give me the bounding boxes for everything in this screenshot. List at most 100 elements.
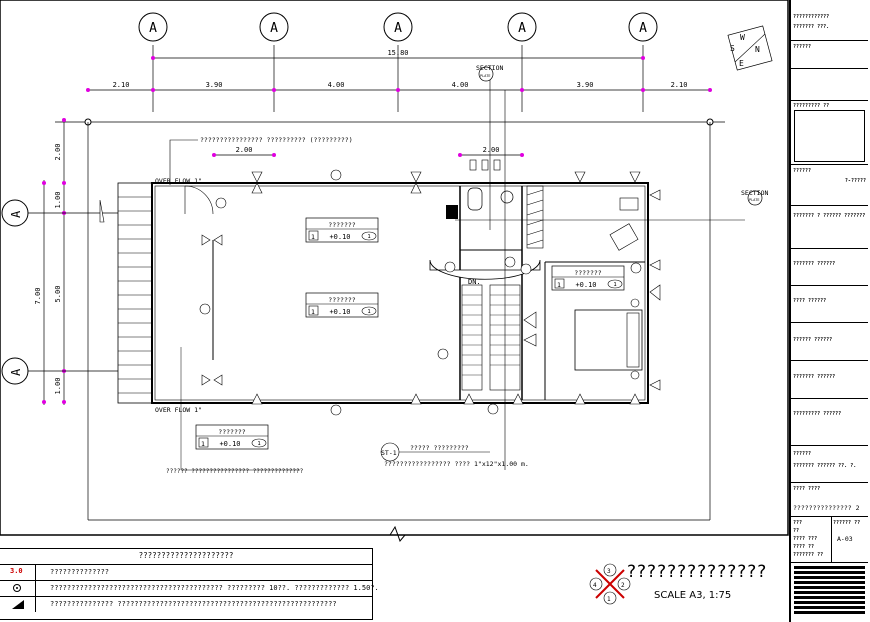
- inner-dimension: 2.00: [236, 146, 253, 154]
- segment-dimension: 3.90: [577, 81, 594, 89]
- compass-w: W: [740, 33, 745, 42]
- sheet-number: A-03: [837, 535, 853, 543]
- drawn-label: ??????: [793, 451, 812, 457]
- engineer-2: ???? ??????: [793, 298, 827, 304]
- legend-text: ??????????????: [50, 568, 110, 576]
- st-tag: ST-1: [381, 449, 397, 457]
- compass-e: E: [739, 59, 744, 68]
- floor-drain-icon: [13, 584, 21, 592]
- leader-label-bottom: ?????? ???????????????? ??????????????: [166, 468, 304, 475]
- company-line1: ????????????: [793, 14, 830, 20]
- armchair: [609, 223, 639, 251]
- legend-text: ????????????????????????????????????????…: [50, 584, 379, 592]
- scale-label: SCALE A3, 1:75: [654, 590, 732, 601]
- grid-bubble-label: A: [9, 368, 23, 376]
- st-note-line2: ????????????????? ???? 1"x12"x1.00 m.: [384, 460, 529, 468]
- left-dimension: 5.00: [54, 286, 62, 303]
- left-dimension: 1.00: [54, 192, 62, 209]
- compass-s: S: [730, 44, 735, 53]
- left-dimension: 1.00: [54, 378, 62, 395]
- key-number: 3: [607, 568, 611, 575]
- room-number: 1: [557, 281, 561, 289]
- room-tag: ??????? 1 +0.10 1: [551, 265, 625, 291]
- sheet-border: [0, 0, 789, 536]
- leader-line: [180, 347, 300, 471]
- grid-bubble: [138, 12, 168, 42]
- detail-callouts: [199, 169, 642, 416]
- toilet: [467, 187, 483, 211]
- legend-row: 3.0 ??????????????: [0, 564, 372, 580]
- sheet-title: ??????????????? 2: [793, 504, 860, 512]
- room-tag: ??????? 1 +0.10 1: [195, 424, 269, 450]
- key-number: 4: [593, 582, 597, 589]
- building-plan: DN.: [117, 159, 649, 404]
- room-number: 1: [311, 308, 315, 316]
- basin: [500, 190, 514, 204]
- legend-symbol: 3.0: [0, 565, 36, 580]
- tb-row-3a: ???? ???: [793, 536, 818, 542]
- room-tag: ??????? 1 +0.10 1: [305, 217, 379, 243]
- engineer-5: ????????? ??????: [793, 411, 842, 417]
- room-name: ???????: [328, 296, 355, 304]
- room-name: ???????: [328, 221, 355, 229]
- st-note-line1: ????? ?????????: [410, 444, 469, 452]
- curved-landing: [429, 259, 541, 280]
- deck: [117, 182, 153, 404]
- segment-dimension: 2.10: [671, 81, 688, 89]
- left-overall-dimension: 7.00: [34, 288, 42, 305]
- north-arrow: W S N E: [727, 25, 773, 71]
- sheet-label: ???? ????: [793, 486, 821, 492]
- door-swing: [184, 185, 214, 215]
- legend-symbol: [0, 597, 36, 612]
- owner-label: ??????: [793, 44, 812, 50]
- architect-label: ??????? ? ?????? ???????: [793, 213, 866, 219]
- room-tag-no: 1: [613, 282, 616, 288]
- left-dimension: 2.00: [54, 144, 62, 161]
- left-dimensions: 7.00 2.00 1.00 5.00 1.00 A A: [1, 118, 150, 405]
- grid-bubble-label: A: [9, 210, 23, 218]
- grid-bubble: [507, 12, 537, 42]
- tb-row-2a: ??: [793, 528, 800, 534]
- stair-label: DN.: [468, 278, 481, 286]
- room-tag-no: 1: [367, 234, 370, 240]
- inner-dimension: 2.00: [483, 146, 500, 154]
- segment-dimension: 4.00: [328, 81, 345, 89]
- grid-bubble-label: A: [394, 21, 402, 36]
- segment-dimension: 2.10: [113, 81, 130, 89]
- engineer-3: ?????? ??????: [793, 337, 833, 343]
- grid-bubble-label: A: [518, 21, 526, 36]
- desk: [619, 197, 639, 211]
- grid-bubble: [259, 12, 289, 42]
- seal-label: ????????? ??: [793, 103, 830, 109]
- section-sub-top: PLATE: [480, 74, 491, 78]
- grid-bubble: [628, 12, 658, 42]
- segment-dimension: 4.00: [452, 81, 469, 89]
- water-heater: [446, 205, 458, 219]
- tb-row-1a: ???: [793, 520, 803, 526]
- grid-bubble: [1, 199, 29, 227]
- room-name: ???????: [218, 428, 245, 436]
- room-number: 1: [201, 440, 205, 448]
- legend-title: ?????????????????????: [138, 551, 234, 560]
- slope-icon: [12, 600, 24, 609]
- engineer-1: ??????? ??????: [793, 261, 836, 267]
- drawing-title: ??????????????: [627, 562, 768, 582]
- engineer-4: ??????? ??????: [793, 374, 836, 380]
- tb-row-5a: ??????? ??: [793, 552, 824, 558]
- room-tag-no: 1: [367, 309, 370, 315]
- top-grid: A A A A A: [138, 12, 658, 112]
- grid-bubble: [383, 12, 413, 42]
- section-label-top: SECTION: [476, 64, 503, 72]
- room-number: 1: [311, 233, 315, 241]
- room-tag: ??????? 1 +0.10 1: [305, 292, 379, 318]
- company-line2: ??????? ???.: [793, 24, 830, 30]
- level-tag-icon: 3.0: [10, 567, 23, 575]
- room-name: ???????: [574, 269, 601, 277]
- top-dimensions: 15.80 2.10 3.90 4.00 4.00 3.90 2.10: [86, 49, 712, 92]
- section-markers: SECTION PLATE SECTION PLATE: [99, 64, 768, 470]
- window-markers: [201, 171, 661, 405]
- section-sub-right: PLATE: [749, 198, 760, 202]
- room-level: +0.10: [329, 308, 350, 316]
- leader-label-top: ???????????????? ?????????? (?????????): [200, 136, 353, 144]
